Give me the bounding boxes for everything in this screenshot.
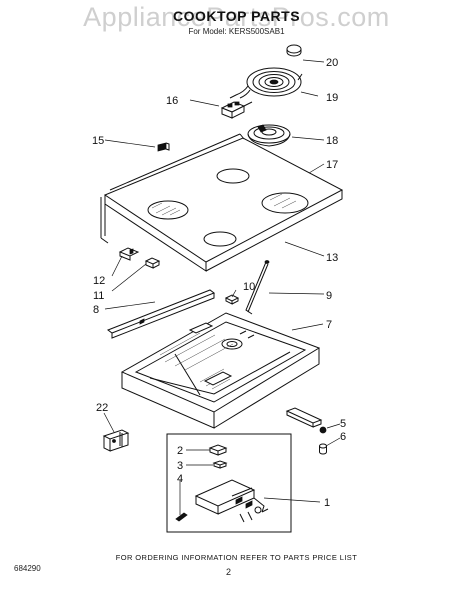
part-clip-10 xyxy=(224,294,240,305)
part-screw-6 xyxy=(319,443,327,455)
part-knob-cap xyxy=(286,44,302,57)
part-bracket-22 xyxy=(102,429,130,452)
page-number: 2 xyxy=(226,567,232,577)
ordering-note: FOR ORDERING INFORMATION REFER TO PARTS … xyxy=(115,553,358,562)
part-front-strip xyxy=(106,289,216,339)
model-subtitle: For Model: KERS500SAB1 xyxy=(188,27,285,36)
part-support-rod xyxy=(245,260,270,315)
callout-20: 20 xyxy=(326,57,338,69)
diagram-code: 684290 xyxy=(14,564,41,573)
callout-18: 18 xyxy=(326,135,338,147)
callout-4: 4 xyxy=(177,473,183,485)
callout-10: 10 xyxy=(243,281,255,293)
callout-1: 1 xyxy=(324,497,330,509)
callout-8: 8 xyxy=(93,304,99,316)
callout-15: 15 xyxy=(92,135,104,147)
part-drip-bowl xyxy=(247,124,291,147)
part-main-cooktop xyxy=(100,133,344,272)
part-element-receptacle xyxy=(220,101,253,119)
part-control-assembly-box xyxy=(166,433,292,533)
part-burner-box xyxy=(120,312,321,429)
callout-2: 2 xyxy=(177,445,183,457)
part-bracket-5 xyxy=(285,407,327,434)
callout-11: 11 xyxy=(93,290,104,302)
callout-16: 16 xyxy=(166,95,178,107)
callout-22: 22 xyxy=(96,402,108,414)
callout-12: 12 xyxy=(93,275,105,287)
callout-7: 7 xyxy=(326,319,332,331)
callout-17: 17 xyxy=(326,159,338,171)
page-title: COOKTOP PARTS xyxy=(172,8,301,24)
part-surface-element xyxy=(229,67,303,99)
callout-9: 9 xyxy=(326,290,332,302)
callout-3: 3 xyxy=(177,460,183,472)
part-bracket-11 xyxy=(144,257,161,269)
part-bracket-12 xyxy=(118,247,140,261)
part-clip xyxy=(157,142,170,152)
callout-13: 13 xyxy=(326,252,338,264)
leader-lines xyxy=(103,59,341,515)
callout-6: 6 xyxy=(340,431,346,443)
callout-labels: 20 19 18 17 16 15 13 12 11 10 9 8 7 22 5… xyxy=(92,57,346,509)
callout-5: 5 xyxy=(340,418,346,430)
callout-19: 19 xyxy=(326,92,338,104)
